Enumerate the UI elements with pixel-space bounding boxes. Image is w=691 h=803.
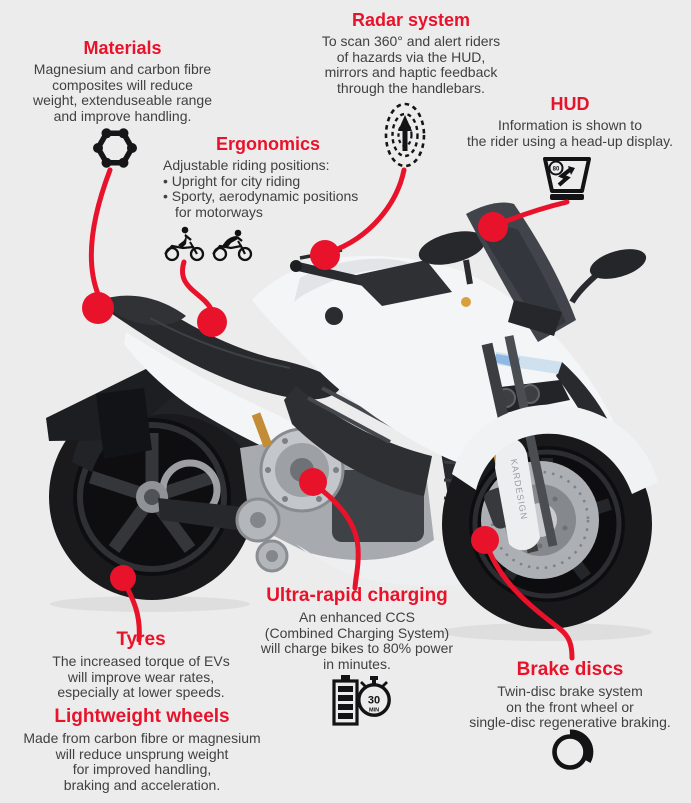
radar-text: To scan 360° and alert riders (321, 33, 501, 49)
hud-title: HUD (550, 94, 590, 114)
hexagon-molecule-icon (93, 128, 137, 168)
radar-dot (310, 240, 340, 270)
tank-vent (325, 307, 343, 325)
stopwatch-value: 30 (368, 695, 380, 707)
turn-signal (461, 297, 471, 307)
materials-text: weight, extenduseable range (32, 92, 213, 108)
ergonomics-text: • Sporty, aerodynamic positions (163, 188, 359, 204)
charging-text: An enhanced CCS (299, 609, 415, 625)
charging-connector-line (311, 481, 361, 591)
tyres-section: Tyres The increased torque of EVs will i… (30, 630, 252, 701)
charging-title: Ultra-rapid charging (266, 585, 448, 606)
brakes-text: Twin-disc brake system (497, 683, 643, 699)
wheels-section: Lightweight wheels Made from carbon fibr… (8, 707, 276, 793)
charging-text: (Combined Charging System) (264, 624, 450, 641)
ergonomics-text: Adjustable riding positions: (163, 157, 330, 173)
ergonomics-dot (197, 307, 227, 337)
sport-rider-icon (212, 229, 253, 262)
front-wheel-shadow (442, 623, 652, 641)
right-mirror (589, 249, 647, 279)
rear-shock (251, 412, 273, 448)
tyres-title: Tyres (116, 629, 166, 650)
materials-section: Materials Magnesium and carbon fibre com… (10, 38, 235, 124)
materials-text: composites will reduce (52, 76, 193, 93)
radar-icon (384, 102, 426, 168)
radar-title: Radar system (351, 10, 471, 30)
materials-dot (82, 292, 114, 324)
brakes-text: single-disc regenerative braking. (469, 714, 671, 730)
wheels-text: will reduce unsprung weight (55, 745, 229, 762)
wheels-title: Lightweight wheels (54, 706, 230, 727)
hud-section: HUD Information is shown to the rider us… (450, 94, 690, 149)
ergonomics-text: • Upright for city riding (163, 172, 301, 189)
hud-dot (478, 212, 508, 242)
tail-fin (46, 366, 176, 459)
materials-text: and improve handling. (53, 107, 192, 124)
left-mirror-stalk (463, 259, 473, 285)
radar-text: of hazards via the HUD, (336, 48, 486, 65)
stopwatch-icon: 30 MIN (357, 676, 391, 717)
wheels-text: Made from carbon fibre or magnesium (23, 730, 261, 746)
hud-display-icon: 80 (543, 157, 591, 200)
wheels-text: braking and acceleration. (63, 776, 221, 793)
front-fender (452, 404, 658, 494)
radar-connector-line (327, 167, 407, 255)
stopwatch-unit: MIN (369, 708, 379, 714)
handlebar (290, 248, 452, 306)
charging-text: will charge bikes to 80% power (260, 640, 454, 656)
charging-dot (299, 468, 327, 496)
radar-section: Radar system To scan 360° and alert ride… (296, 10, 526, 96)
tyres-text: especially at lower speeds. (57, 684, 225, 700)
ergonomics-title: Ergonomics (215, 134, 321, 154)
brakes-text: on the front wheel or (506, 698, 634, 715)
seat (101, 295, 342, 400)
left-mirror (418, 231, 486, 265)
rear-wheel-shadow (50, 596, 250, 612)
motorcycle-illustration: KARDESIGN (46, 202, 658, 641)
tyres-dot (110, 565, 136, 591)
ergonomics-text: for motorways (175, 203, 263, 220)
upright-rider-icon (164, 226, 205, 262)
battery-icon (332, 675, 359, 726)
ergonomics-connector-line (180, 259, 214, 312)
wheels-text: for improved handling, (72, 761, 212, 777)
hud-text: the rider using a head-up display. (467, 132, 673, 149)
materials-connector-line (88, 167, 113, 297)
hud-text: Information is shown to (498, 117, 642, 133)
brakes-dot (471, 526, 499, 554)
front-fork: KARDESIGN (481, 335, 558, 554)
radar-text: through the handlebars. (337, 79, 485, 96)
hud-speed-label: 80 (553, 167, 560, 173)
tyres-text: will improve wear rates, (67, 668, 215, 685)
materials-title: Materials (83, 38, 162, 58)
charging-text: in minutes. (323, 655, 391, 672)
charging-section: Ultra-rapid charging An enhanced CCS (Co… (252, 586, 462, 672)
materials-text: Magnesium and carbon fibre (33, 61, 212, 77)
ergonomics-section: Ergonomics Adjustable riding positions: … (163, 134, 373, 220)
brakes-title: Brake discs (516, 659, 624, 680)
mid-dark-panel (284, 386, 432, 496)
radar-text: mirrors and haptic feedback (324, 64, 498, 80)
callout-dots (82, 212, 508, 591)
brakes-connector-line (483, 539, 575, 661)
brake-disc-icon (552, 729, 594, 770)
tyres-text: The increased torque of EVs (52, 653, 230, 669)
brakes-section: Brake discs Twin-disc brake system on th… (450, 660, 690, 731)
